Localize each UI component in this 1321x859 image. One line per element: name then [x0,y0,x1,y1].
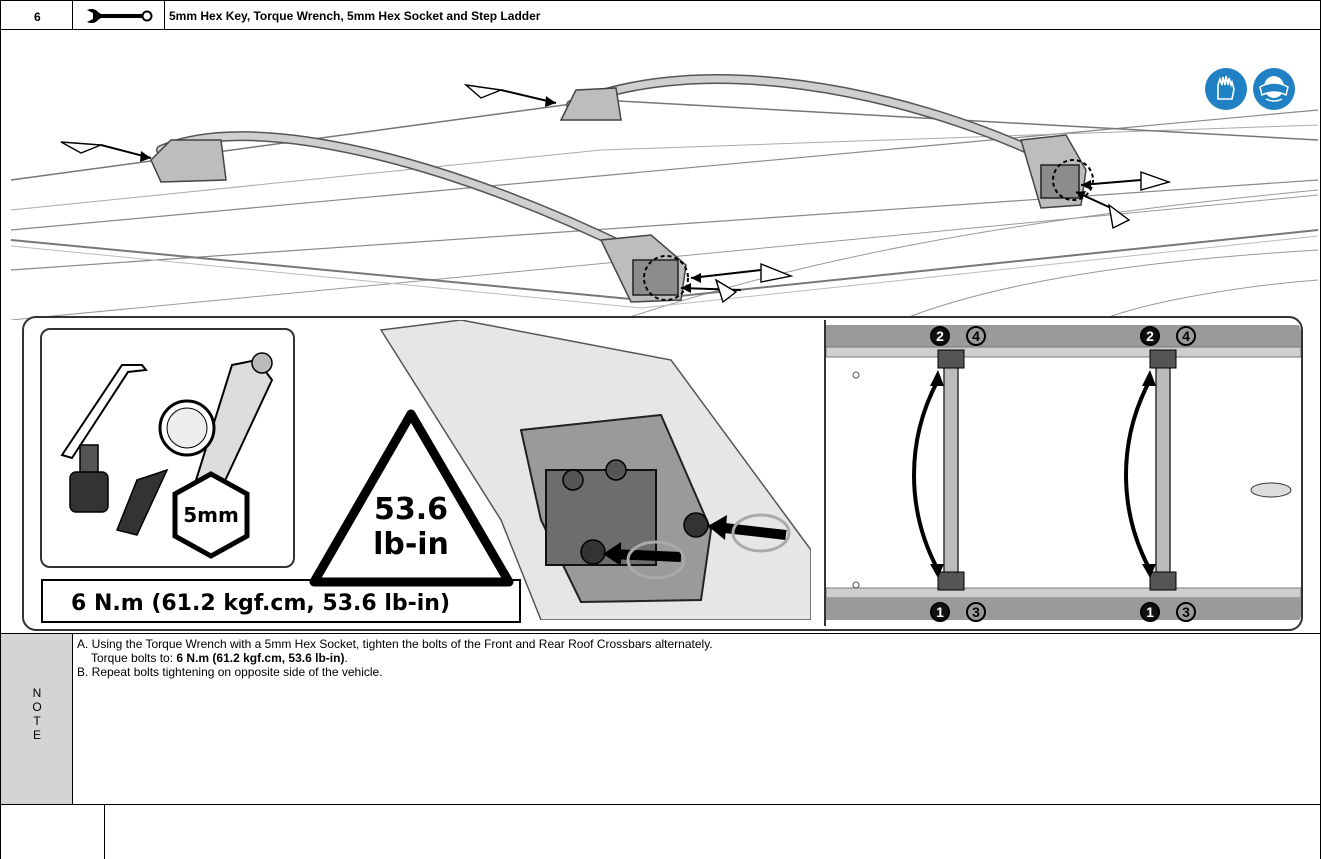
torque-unit: lb-in [373,527,449,562]
note-line-a2: Torque bolts to: 6 N.m (61.2 kgf.cm, 53.… [77,651,713,665]
sequence-inset: 2 4 2 4 1 3 1 3 [824,320,1301,626]
sequence-illustration [826,320,1301,626]
bracket-closeup [379,320,811,620]
note-torque-prefix: Torque bolts to: [91,651,177,665]
gloves-icon [1205,68,1247,110]
note-line-a: A. Using the Torque Wrench with a 5mm He… [77,637,713,651]
tools-inset: 5mm [40,328,295,568]
torque-warning-triangle [309,409,514,587]
roof-crossbar-illustration [10,74,1318,320]
note-torque-value: 6 N.m (61.2 kgf.cm, 53.6 lb-in) [176,651,345,665]
note-letter: E [32,728,41,742]
footer-left-cell [0,804,105,859]
sequence-step-4-right: 4 [1176,326,1196,346]
sequence-step-1-right: 1 [1140,602,1160,622]
sequence-step-3-right: 3 [1176,602,1196,622]
goggles-icon [1253,68,1295,110]
tools-label-cell: 5mm Hex Key, Torque Wrench, 5mm Hex Sock… [164,0,1321,30]
sequence-step-3-left: 3 [966,602,986,622]
note-torque-suffix: . [344,651,348,665]
hex-size-badge: 5mm [166,470,256,560]
footer-right-cell [104,804,1321,859]
note-letter: N [32,686,42,700]
note-body: A. Using the Torque Wrench with a 5mm He… [77,637,713,679]
note-label-cell: N O T E [0,633,72,805]
note-label: N O T E [1,686,73,742]
tools-label: 5mm Hex Key, Torque Wrench, 5mm Hex Sock… [169,9,541,23]
illustration-area: 5mm 6 N.m (61.2 kgf.cm, 53.6 lb-in) 53.6… [0,29,1321,634]
wrench-icon [87,8,153,24]
note-text-cell: A. Using the Torque Wrench with a 5mm He… [72,633,1321,805]
note-letter: O [32,700,42,714]
note-line-b: B. Repeat bolts tightening on opposite s… [77,665,383,679]
sequence-step-2-right: 2 [1140,326,1160,346]
step-number-cell: 6 [0,0,72,30]
sequence-step-2-left: 2 [930,326,950,346]
tools-icon-cell [72,0,164,30]
sequence-step-1-left: 1 [930,602,950,622]
sequence-step-4-left: 4 [966,326,986,346]
hex-size-label: 5mm [183,503,239,527]
torque-spec-text: 6 N.m (61.2 kgf.cm, 53.6 lb-in) [71,591,451,616]
note-letter: T [33,714,41,728]
torque-value: 53.6 [373,492,449,527]
step-number: 6 [34,10,41,24]
